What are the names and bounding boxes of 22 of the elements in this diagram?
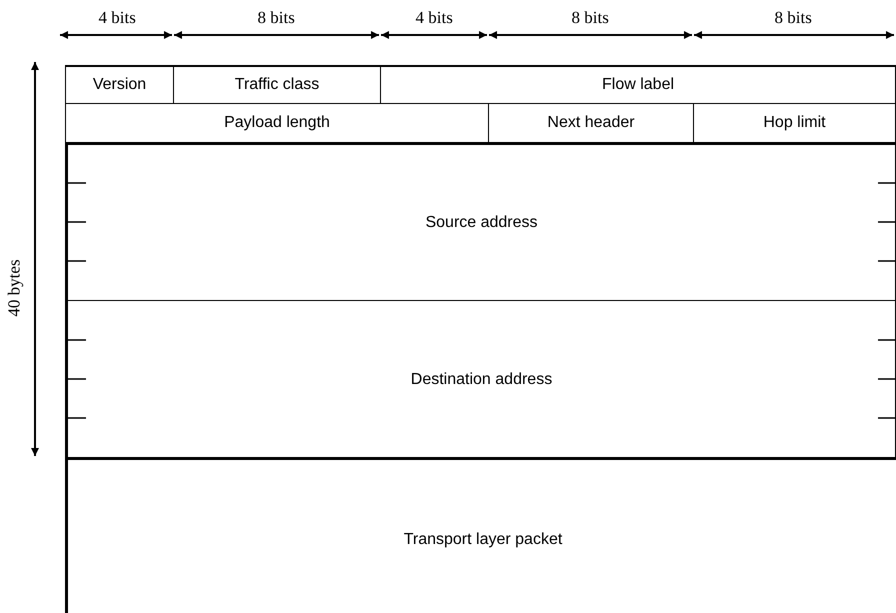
field-label: Flow label xyxy=(602,76,674,94)
dimension-label: 8 bits xyxy=(258,8,295,28)
field-label: Next header xyxy=(547,114,635,132)
dimension-label: 40 bytes xyxy=(4,259,24,317)
header-field xyxy=(65,300,896,459)
field-label: Transport layer packet xyxy=(404,531,562,549)
header-field xyxy=(380,65,896,104)
field-label: Version xyxy=(92,76,146,94)
header-field xyxy=(65,457,896,613)
header-field xyxy=(65,103,489,144)
header-field xyxy=(65,65,174,104)
header-field xyxy=(65,143,896,301)
field-label: Destination address xyxy=(410,370,552,388)
dimension-label: 4 bits xyxy=(416,8,453,28)
field-label: Payload length xyxy=(224,114,330,132)
field-label: Source address xyxy=(425,214,538,232)
dimension-label: 8 bits xyxy=(774,8,812,28)
field-label: Traffic class xyxy=(234,76,320,94)
header-field xyxy=(693,103,896,144)
dimension-label: 8 bits xyxy=(572,8,609,28)
dimension-label: 4 bits xyxy=(98,8,136,28)
field-label: Hop limit xyxy=(763,114,826,132)
